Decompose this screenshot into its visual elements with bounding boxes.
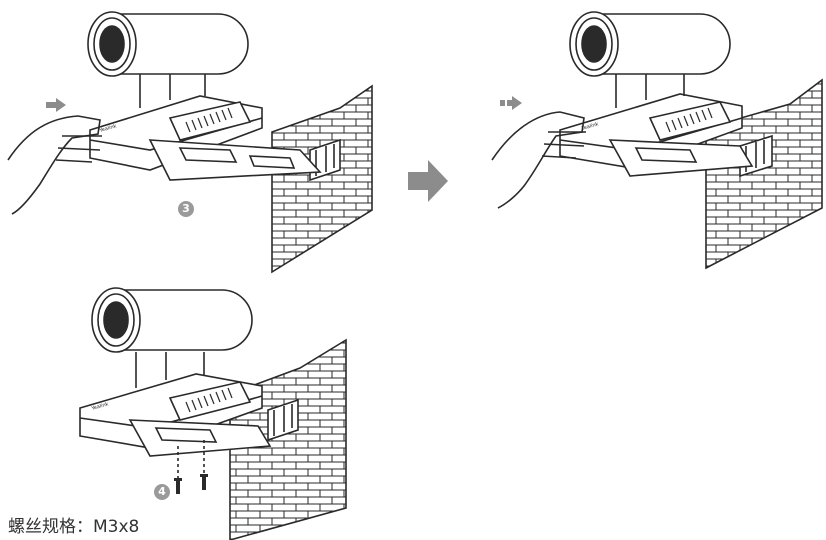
camera-head bbox=[111, 13, 249, 75]
brand-logo: Yealink Yealink Yealink bbox=[90, 121, 599, 412]
hand bbox=[7, 115, 101, 215]
brick-wall bbox=[271, 84, 373, 274]
vent-grill bbox=[665, 107, 713, 133]
panel-step-4 bbox=[79, 287, 347, 540]
vent-grill bbox=[185, 387, 233, 413]
camera-head bbox=[593, 13, 731, 75]
wall-bracket bbox=[267, 398, 299, 442]
screw-icon bbox=[200, 474, 208, 490]
brand-logo-text-2: Yealink bbox=[580, 121, 599, 132]
screw-spec-caption: 螺丝规格：M3x8 bbox=[8, 517, 140, 537]
camera-head bbox=[115, 289, 253, 351]
panel-step-3 bbox=[7, 11, 373, 274]
push-arrow-icon bbox=[46, 98, 66, 112]
step-badge-4: 4 bbox=[154, 484, 170, 500]
step-badge-3: 3 bbox=[178, 201, 194, 217]
next-step-arrow-icon bbox=[408, 160, 448, 202]
push-arrow-icon bbox=[500, 96, 522, 110]
vent-grill bbox=[185, 107, 233, 133]
panel-result bbox=[491, 11, 823, 270]
brand-logo-text-3: Yealink bbox=[90, 401, 109, 412]
brand-logo-text-1: Yealink bbox=[98, 123, 117, 134]
screw-icon bbox=[174, 478, 182, 494]
